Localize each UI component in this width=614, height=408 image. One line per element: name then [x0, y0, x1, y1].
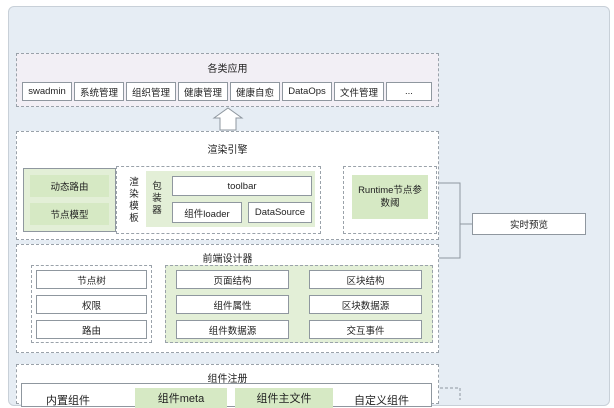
frontend-designer-title: 前端设计器 [202, 254, 253, 265]
render-template-label: 渲染模板 [129, 177, 139, 224]
app-item: DataOps [282, 82, 332, 101]
component-registry-title: 组件注册 [207, 374, 248, 385]
component-registry-section: 组件注册 内置组件 组件meta 组件主文件 自定义组件 [16, 364, 439, 408]
block-datasource: 区块数据源 [309, 295, 422, 314]
runtime-params-group: Runtime节点参数阈 [343, 166, 437, 234]
component-meta: 组件meta [135, 388, 227, 408]
routes: 路由 [36, 320, 147, 339]
interaction-events: 交互事件 [309, 320, 422, 339]
node-model: 节点模型 [30, 203, 109, 225]
app-item: 健康管理 [178, 82, 228, 101]
component-datasource: 组件数据源 [176, 320, 289, 339]
app-item: 健康自愈 [230, 82, 280, 101]
render-template: 渲染模板 包装器 toolbar 组件loader DataSource [116, 166, 321, 234]
page-structure: 页面结构 [176, 270, 289, 289]
dynamic-route: 动态路由 [30, 175, 109, 197]
app-item: 文件管理 [334, 82, 384, 101]
designer-left-group: 节点树 权限 路由 [31, 265, 152, 343]
registry-row: 内置组件 组件meta 组件主文件 自定义组件 [21, 383, 432, 408]
packager-label: 包装器 [152, 181, 162, 216]
builtin-components: 内置组件 [46, 395, 90, 407]
block-structure: 区块结构 [309, 270, 422, 289]
component-props: 组件属性 [176, 295, 289, 314]
node-tree: 节点树 [36, 270, 147, 289]
app-item: swadmin [22, 82, 72, 101]
packager-block: 包装器 toolbar 组件loader DataSource [146, 171, 315, 227]
apps-title: 各类应用 [207, 64, 248, 75]
runtime-params: Runtime节点参数阈 [352, 175, 428, 219]
designer-right-group: 页面结构 组件属性 组件数据源 区块结构 区块数据源 交互事件 [165, 265, 433, 343]
component-main-file: 组件主文件 [235, 388, 333, 408]
realtime-preview: 实时预览 [472, 213, 586, 235]
component-loader-box: 组件loader [172, 202, 242, 223]
apps-section: 各类应用 swadmin 系统管理 组织管理 健康管理 健康自愈 DataOps… [16, 53, 439, 107]
app-item: 系统管理 [74, 82, 124, 101]
render-engine-section: 渲染引擎 动态路由 节点模型 渲染模板 包装器 toolbar 组件loader… [16, 131, 439, 240]
custom-components: 自定义组件 [354, 395, 409, 407]
datasource-box: DataSource [248, 202, 312, 223]
app-item: ... [386, 82, 432, 101]
render-engine-title: 渲染引擎 [207, 145, 248, 156]
app-item: 组织管理 [126, 82, 176, 101]
render-left-group: 动态路由 节点模型 [23, 168, 116, 232]
frontend-designer-section: 前端设计器 节点树 权限 路由 页面结构 组件属性 组件数据源 区块结构 区块数… [16, 244, 439, 353]
toolbar-box: toolbar [172, 176, 312, 196]
permissions: 权限 [36, 295, 147, 314]
